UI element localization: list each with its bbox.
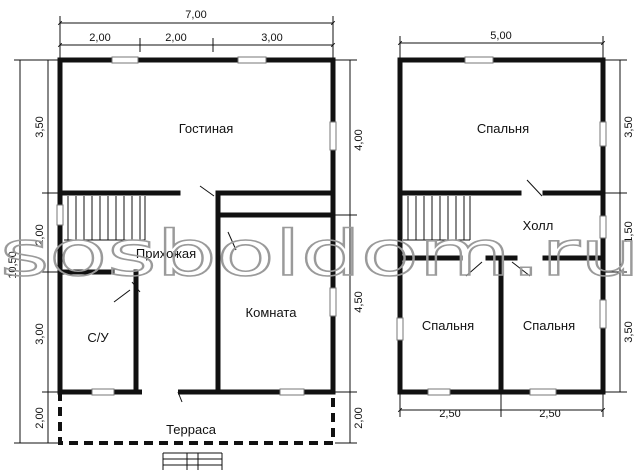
dim-right-plan-lower: 3,50 — [623, 321, 635, 342]
right-plan-room-labels: Спальня Холл Спальня Спальня — [422, 121, 575, 333]
stairs-left — [64, 196, 146, 241]
dim-right-plan-bottom-right: 2,50 — [539, 408, 560, 420]
entrance-steps — [162, 452, 223, 470]
left-plan-dimension-labels: 7,00 2,00 2,00 3,00 10,50 3,50 2,00 3,00… — [7, 9, 365, 429]
dim-right-plan-middle: 1,50 — [623, 221, 635, 242]
dim-right-plan-top: 5,00 — [490, 30, 511, 42]
dim-right-terrace: 2,00 — [353, 407, 365, 428]
dim-left-middle: 2,00 — [34, 224, 46, 245]
room-label-hall-2: Холл — [523, 218, 554, 233]
left-plan-room-labels: Гостиная Прихожая Комната С/У Терраса — [87, 121, 297, 437]
room-label-hall: Прихожая — [136, 246, 196, 261]
watermark-text: sosboldom.ru — [0, 217, 640, 290]
left-plan-walls — [56, 56, 337, 403]
dim-right-plan-upper: 3,50 — [623, 116, 635, 137]
left-plan-dimensions — [14, 16, 357, 444]
dim-left-top-seg3: 3,00 — [261, 32, 282, 44]
room-label-terrace: Терраса — [166, 422, 217, 437]
right-plan-walls — [396, 56, 607, 396]
room-label-bedroom-top: Спальня — [477, 121, 529, 136]
dim-right-upper: 4,00 — [353, 129, 365, 150]
stairs-right — [403, 196, 471, 241]
dim-right-lower: 4,50 — [353, 291, 365, 312]
dim-left-top-total: 7,00 — [185, 9, 206, 21]
dim-left-terrace: 2,00 — [34, 407, 46, 428]
room-label-room: Комната — [246, 305, 298, 320]
room-label-living: Гостиная — [179, 121, 234, 136]
right-plan-dimensions — [397, 36, 627, 417]
room-label-bedroom-left: Спальня — [422, 318, 474, 333]
dim-left-lower: 3,00 — [34, 323, 46, 344]
room-label-bath: С/У — [87, 330, 109, 345]
room-label-bedroom-right: Спальня — [523, 318, 575, 333]
terrace-outline — [58, 392, 335, 470]
dim-left-total: 10,50 — [7, 251, 19, 279]
dim-right-plan-bottom-left: 2,50 — [439, 408, 460, 420]
right-plan-dimension-labels: 5,00 3,50 1,50 3,50 2,50 2,50 — [439, 30, 635, 420]
dim-left-upper: 3,50 — [34, 116, 46, 137]
dim-left-top-seg2: 2,00 — [165, 32, 186, 44]
dim-left-top-seg1: 2,00 — [89, 32, 110, 44]
